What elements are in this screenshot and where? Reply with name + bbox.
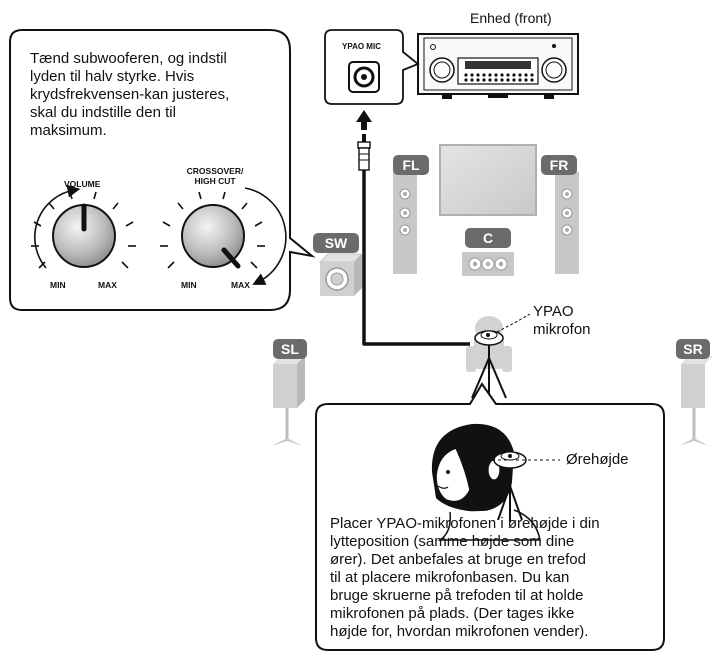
speaker-tag-c: C — [465, 228, 511, 248]
plug-in-arrow-icon — [356, 110, 372, 130]
surround-right-speaker — [679, 356, 712, 446]
placement-note-line: mikrofonen på plads. (Der tages ikke — [330, 605, 575, 622]
placement-note-line: højde for, hvordan mikrofonen vender). — [330, 623, 589, 640]
placement-note-line: ører). Det anbefales at bruge en trefod — [330, 551, 586, 568]
ear-height-label: Ørehøjde — [566, 451, 629, 468]
subwoofer-note-line: krydsfrekvensen-kan justeres, — [30, 86, 230, 103]
mic-callout-line: YPAO — [533, 303, 574, 320]
unit-label: Enhed (front) — [470, 10, 552, 26]
speaker-tag-sw: SW — [313, 233, 359, 253]
front-right-speaker — [555, 172, 579, 274]
subwoofer-speaker — [318, 253, 364, 296]
tv-screen — [439, 144, 537, 216]
subwoofer-note-line: maksimum. — [30, 122, 107, 139]
volume-knob-title: VOLUME — [64, 179, 101, 189]
speaker-tag-sr: SR — [676, 339, 710, 359]
center-speaker — [462, 252, 514, 276]
placement-note-text: Placer YPAO-mikrofonen i ørehøjde i din … — [330, 515, 600, 641]
crossover-knob-title-line: CROSSOVER/ — [186, 166, 244, 176]
surround-left-speaker — [272, 356, 305, 446]
placement-note-line: Placer YPAO-mikrofonen i ørehøjde i din — [330, 515, 600, 532]
crossover-knob — [160, 187, 287, 285]
ypao-mic-callout-label: YPAO mikrofon — [533, 303, 591, 339]
ypao-mic-label: YPAO MIC — [342, 42, 381, 51]
crossover-knob-min: MIN — [181, 280, 197, 290]
ypao-microphone-icon — [471, 330, 507, 400]
mic-callout-line: mikrofon — [533, 321, 591, 338]
subwoofer-note-line: Tænd subwooferen, og indstil — [30, 50, 227, 67]
mic-cable — [362, 170, 470, 346]
volume-knob-max: MAX — [98, 280, 117, 290]
speaker-tag-fr: FR — [541, 155, 577, 175]
subwoofer-note-line: skal du indstille den til — [30, 104, 176, 121]
subwoofer-note-text: Tænd subwooferen, og indstil lyden til h… — [30, 50, 229, 140]
subwoofer-note-line: lyden til halv styrke. Hvis — [30, 68, 195, 85]
crossover-knob-max: MAX — [231, 280, 250, 290]
mic-plug — [357, 134, 371, 171]
av-receiver — [417, 33, 579, 99]
volume-knob — [31, 184, 136, 269]
speaker-tag-sl: SL — [273, 339, 307, 359]
crossover-knob-title: CROSSOVER/ HIGH CUT — [180, 166, 250, 187]
speaker-tag-fl: FL — [393, 155, 429, 175]
placement-note-line: lytteposition (samme højde som dine — [330, 533, 575, 550]
placement-note-line: bruge skruerne på trefoden til at holde — [330, 587, 584, 604]
head-illustration — [431, 423, 541, 541]
placement-note-line: til at placere mikrofonbasen. Du kan — [330, 569, 570, 586]
front-left-speaker — [393, 172, 417, 274]
ypao-mic-jack-icon — [348, 61, 380, 93]
volume-knob-min: MIN — [50, 280, 66, 290]
mic-label-leader — [496, 313, 531, 333]
crossover-knob-title-line: HIGH CUT — [194, 175, 236, 186]
